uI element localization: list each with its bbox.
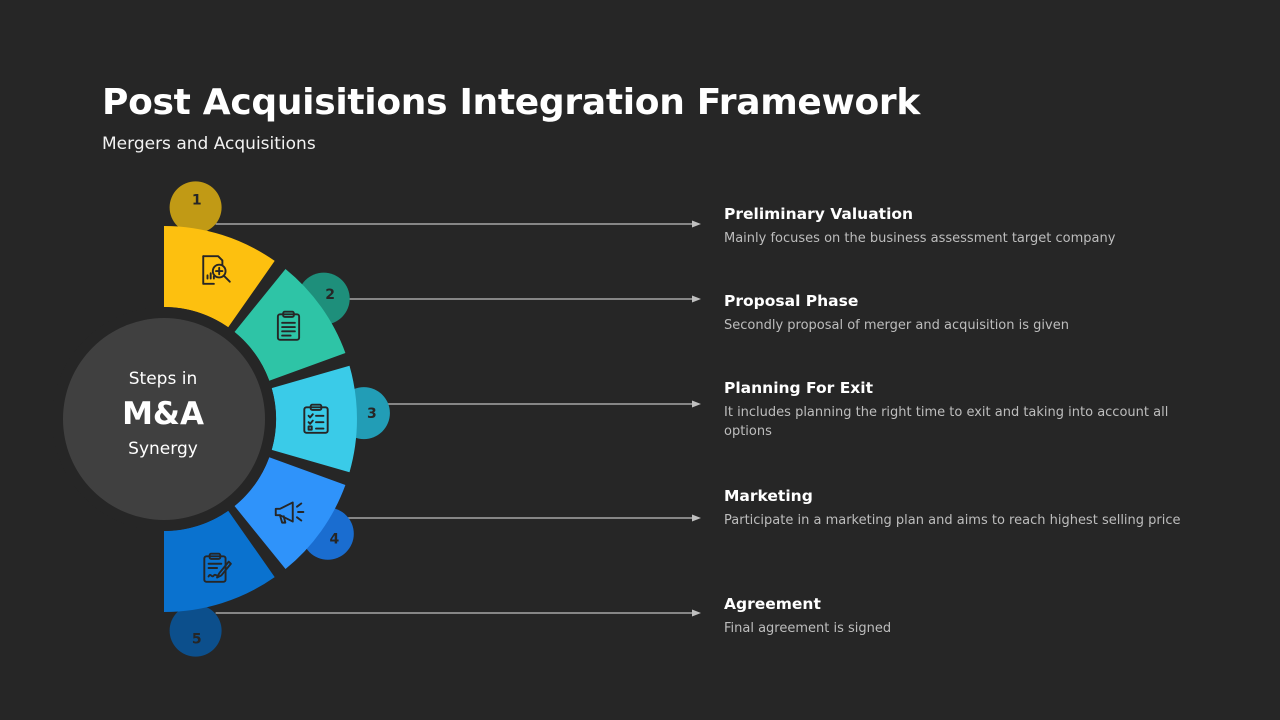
step-2-segment xyxy=(234,269,346,381)
step-1-badge xyxy=(169,181,222,234)
step-3-description: It includes planning the right time to e… xyxy=(724,405,1169,439)
center-hub xyxy=(63,318,265,520)
step-2-description: Secondly proposal of merger and acquisit… xyxy=(724,318,1069,333)
step-5-arrowhead xyxy=(692,609,701,617)
step-5-title: Agreement xyxy=(724,595,821,613)
step-2-title: Proposal Phase xyxy=(724,292,859,310)
step-4-title: Marketing xyxy=(724,487,813,505)
center-line-3: Synergy xyxy=(128,439,198,459)
step-3-text: Planning For Exit It includes planning th… xyxy=(724,379,1204,441)
step-2-number: 2 xyxy=(325,287,335,303)
center-line-1: Steps in xyxy=(129,369,197,389)
step-1-title: Preliminary Valuation xyxy=(724,205,914,223)
step-5-number: 5 xyxy=(192,632,202,648)
center-line-2: M&A xyxy=(122,396,204,432)
step-4-arrowhead xyxy=(692,514,701,522)
step-2-arrowhead xyxy=(692,295,701,303)
step-1-arrowhead xyxy=(692,220,701,228)
step-3-arrowhead xyxy=(692,400,701,408)
step-5-badge xyxy=(169,604,222,657)
step-5-segment xyxy=(164,510,275,612)
step-1-description: Mainly focuses on the business assessmen… xyxy=(724,231,1116,246)
page-subtitle: Mergers and Acquisitions xyxy=(102,134,316,154)
step-4-number: 4 xyxy=(330,531,340,547)
step-3-title: Planning For Exit xyxy=(724,379,873,397)
step-1-number: 1 xyxy=(192,192,202,208)
step-4-description: Participate in a marketing plan and aims… xyxy=(724,513,1181,528)
step-5-description: Final agreement is signed xyxy=(724,621,892,636)
step-3-number: 3 xyxy=(367,406,377,422)
page-title: Post Acquisitions Integration Framework xyxy=(102,82,921,123)
step-4-segment xyxy=(234,457,346,569)
step-3-segment xyxy=(271,365,357,473)
